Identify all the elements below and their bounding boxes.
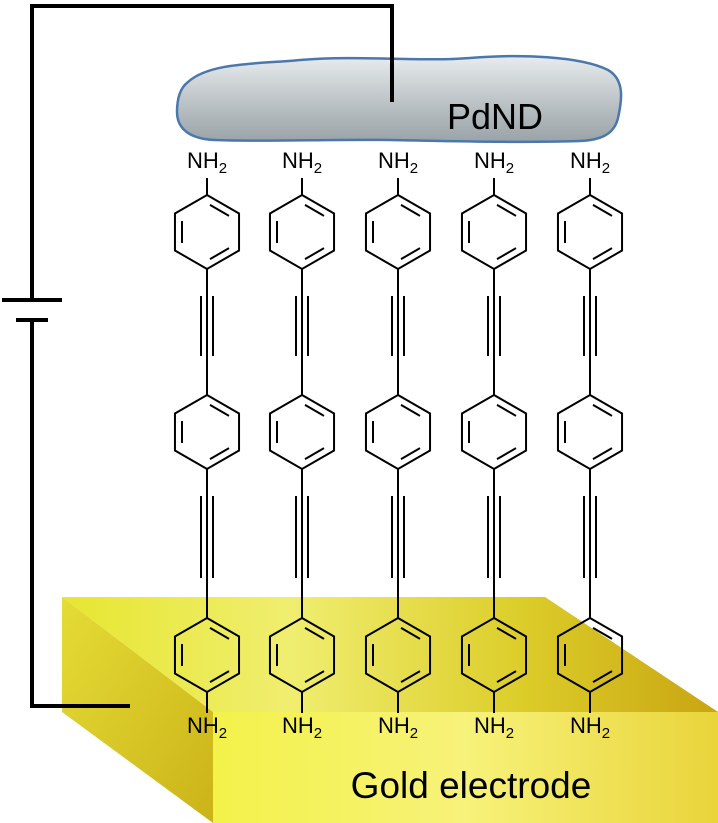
gold-electrode-front-face [213,712,718,823]
ring-double-bond [496,627,517,640]
gold-electrode-top-face [62,597,718,712]
molecule-3 [364,178,432,713]
ring-double-bond [592,627,613,640]
amine-label-top-2: NH2 [282,148,322,177]
ring-double-bond [209,447,230,460]
ring-double-bond [496,247,517,260]
gold-electrode-side-face [62,597,213,823]
benzene-ring [556,393,624,471]
amine-label-bottom-2: NH2 [282,713,322,742]
battery-symbol [2,298,62,322]
ring-double-bond [400,447,421,460]
ring-double-bond [209,247,230,260]
ring-double-bond [592,670,613,683]
ring-double-bond [209,404,230,417]
ring-double-bond [400,204,421,217]
ring-double-bond [209,204,230,217]
pdnd-label: PdND [447,96,543,137]
ring-double-bond [400,627,421,640]
benzene-ring [460,393,528,471]
amine-label-top-5: NH2 [570,148,610,177]
ring-double-bond [304,627,325,640]
ring-double-bond [304,404,325,417]
wire-bottom-segment [30,318,130,708]
ring-double-bond [496,204,517,217]
amine-label-top-4: NH2 [474,148,514,177]
wire-top-segment [30,4,394,302]
ring-double-bond [592,204,613,217]
ring-double-bond [400,247,421,260]
molecule-5 [556,178,624,713]
benzene-ring [173,393,241,471]
amine-label-top-1: NH2 [187,148,227,177]
amine-label-bottom-1: NH2 [187,713,227,742]
benzene-ring [460,193,528,271]
benzene-ring [364,393,432,471]
molecule-4 [460,178,528,713]
benzene-ring [268,193,336,271]
ring-double-bond [496,447,517,460]
molecule-1 [173,178,241,713]
ring-double-bond [304,204,325,217]
ring-double-bond [592,247,613,260]
benzene-ring [364,193,432,271]
ring-double-bond [304,447,325,460]
amine-label-bottom-4: NH2 [474,713,514,742]
ring-double-bond [209,670,230,683]
ring-double-bond [592,404,613,417]
benzene-ring [556,193,624,271]
benzene-ring [268,393,336,471]
ring-double-bond [496,670,517,683]
ring-double-bond [304,670,325,683]
amine-label-bottom-5: NH2 [570,713,610,742]
gold-electrode [62,597,718,823]
ring-double-bond [304,247,325,260]
ring-double-bond [592,447,613,460]
amine-label-bottom-3: NH2 [378,713,418,742]
ring-double-bond [400,670,421,683]
molecule-2 [268,178,336,713]
pdnd-nanoparticle [175,54,623,144]
benzene-ring [173,193,241,271]
ring-double-bond [400,404,421,417]
ring-double-bond [496,404,517,417]
circuit-wire [30,4,394,708]
ring-double-bond [209,627,230,640]
amine-label-top-3: NH2 [378,148,418,177]
gold-electrode-label: Gold electrode [351,765,592,806]
